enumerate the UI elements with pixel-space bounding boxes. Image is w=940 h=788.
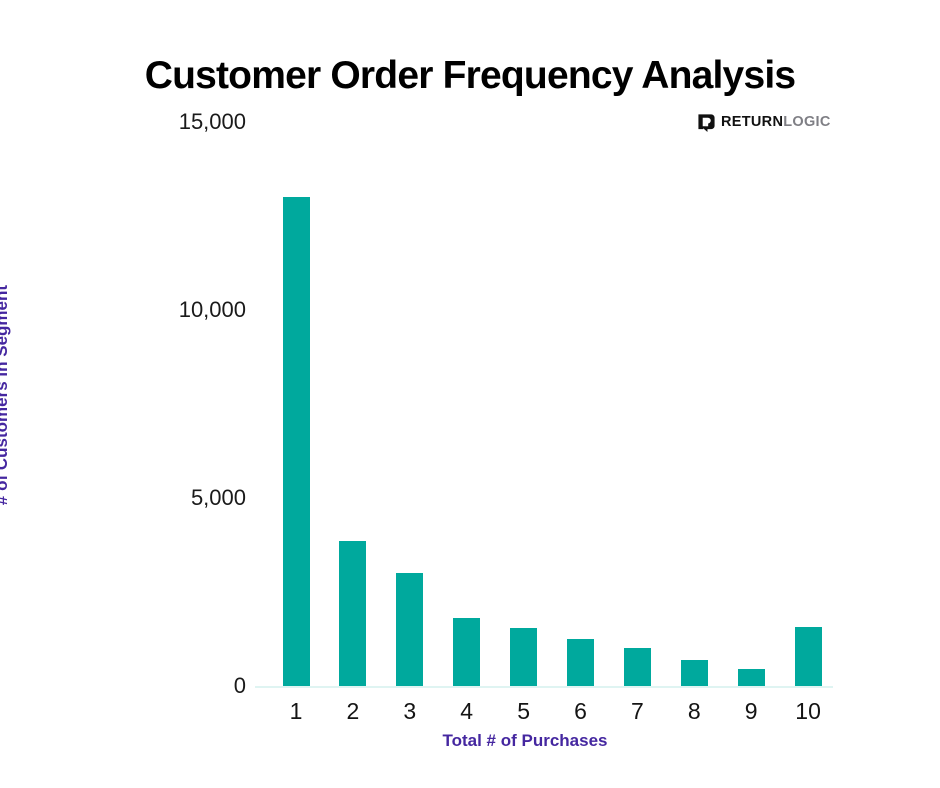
bar[interactable] [623,647,651,686]
bar[interactable] [396,573,424,686]
y-axis-tick-labels: 0 5,000 10,000 15,000 [0,0,246,788]
x-axis-tick-label: 3 [403,698,417,724]
brand-logo-wordmark: RETURNLOGIC [721,113,831,132]
bar[interactable] [737,669,765,686]
brand-logo: RETURNLOGIC [697,112,831,132]
y-axis-tick-text: 0 [233,673,246,698]
x-axis-tick-label: 7 [630,698,644,724]
bar[interactable] [680,659,708,686]
page-title: Customer Order Frequency Analysis [144,54,796,97]
bar[interactable] [567,639,594,686]
bar[interactable] [453,618,481,686]
x-axis-baseline [255,686,833,688]
x-axis-tick-label: 2 [346,698,360,724]
x-axis-tick-label: 5 [517,698,530,724]
x-axis-tick-label: 8 [687,698,701,724]
x-axis-title: Total # of Purchases [442,731,608,750]
x-axis-tick-label: 10 [795,698,821,724]
brand-logo-word-primary: RETURN [721,113,784,130]
x-axis-tick-label: 1 [289,698,303,724]
bar[interactable] [794,626,822,686]
y-axis-title: # of Customers in Segment [0,284,11,505]
returnlogic-r-arrow-icon [697,113,716,132]
brand-logo-word-secondary: LOGIC [783,113,831,130]
y-axis-tick-text: 5,000 [190,485,246,510]
y-axis-tick-text: 15,000 [178,109,246,134]
bar[interactable] [339,541,367,686]
bar[interactable] [510,627,538,686]
x-axis-tick-label: 9 [744,698,758,724]
bar[interactable] [282,197,310,686]
y-axis-tick-text: 10,000 [178,297,246,322]
x-axis-tick-label: 4 [460,698,474,724]
x-axis-tick-label: 6 [574,698,587,724]
